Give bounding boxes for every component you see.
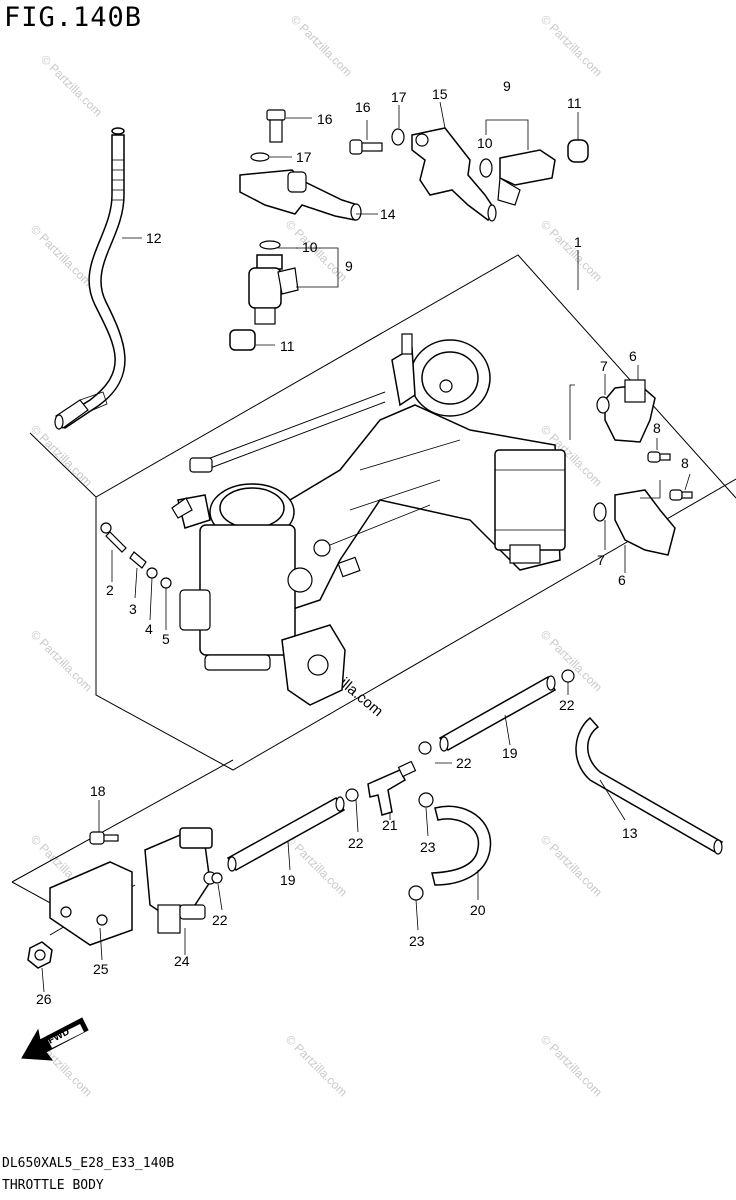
- o-ring-5: [160, 577, 172, 589]
- part-number: 10: [302, 239, 318, 255]
- part-number: 8: [653, 420, 661, 436]
- watermark: © Partzilla.com: [538, 832, 605, 899]
- part-number: 17: [296, 149, 312, 165]
- part-number: 25: [93, 961, 109, 977]
- part-number: 11: [280, 338, 295, 354]
- part-number: 12: [146, 230, 162, 246]
- sensor-leaders: [569, 365, 691, 573]
- part-number: 16: [355, 99, 371, 115]
- bolt-8-lower: [669, 489, 693, 501]
- clamp-23-upper: [418, 792, 434, 837]
- part-number: 7: [600, 358, 608, 374]
- washer-17-left: [250, 152, 270, 162]
- sensor-6-upper: [604, 379, 656, 443]
- bolt-18: [89, 800, 119, 845]
- hose-13: [575, 716, 724, 855]
- watermark: © Partzilla.com: [538, 12, 605, 79]
- part-number-labels: 16 17 14 10 9 11 12 16 17 15 9 10 11 1 7…: [36, 78, 689, 1007]
- part-number: 9: [345, 258, 353, 274]
- part-number: 23: [420, 839, 436, 855]
- part-number: 17: [391, 89, 407, 105]
- clamp-23-lower: [408, 885, 424, 931]
- leader-lines: [122, 101, 579, 346]
- part-number: 9: [503, 78, 511, 94]
- part-number: 19: [280, 872, 296, 888]
- o-ring-7-upper: [596, 396, 610, 414]
- part-number: 22: [456, 755, 472, 771]
- part-leaders-2-5: [111, 550, 167, 630]
- watermark: © Partzilla.com: [538, 217, 605, 284]
- part-number: 22: [559, 697, 575, 713]
- part-number: 18: [90, 783, 106, 799]
- nut-26: [27, 941, 53, 993]
- part-number: 6: [629, 348, 637, 364]
- part-number: 4: [145, 621, 153, 637]
- part-number: 11: [567, 95, 582, 111]
- watermark: © Partzilla.com: [28, 222, 95, 289]
- part-number: 14: [380, 206, 396, 222]
- diagram-caption: THROTTLE BODY: [2, 1178, 104, 1193]
- part-number: 15: [432, 86, 448, 102]
- part-number: 2: [106, 582, 114, 598]
- washer-4: [146, 567, 158, 579]
- hose-20: [431, 805, 492, 900]
- part-number: 21: [382, 817, 398, 833]
- bracket-25: [49, 861, 133, 961]
- clamp-22-lower: [211, 872, 223, 911]
- hose-19-lower: [226, 796, 346, 872]
- o-ring-7-lower: [593, 502, 607, 522]
- bolt-16-left: [266, 109, 286, 143]
- watermark: © Partzilla.com: [288, 12, 355, 79]
- part-number: 19: [502, 745, 518, 761]
- spring-3: [129, 551, 147, 569]
- part-number: 6: [618, 572, 626, 588]
- bolt-16-right: [349, 139, 383, 155]
- watermark: © Partzilla.com: [28, 422, 95, 489]
- part-number: 13: [622, 825, 638, 841]
- hose-19-upper: [438, 675, 557, 752]
- part-number: 22: [348, 835, 364, 851]
- part-number: 22: [212, 912, 228, 928]
- part-number: 8: [681, 455, 689, 471]
- watermark: © Partzilla.com: [283, 1032, 350, 1099]
- injector-9-left: [229, 240, 299, 351]
- part-number: 10: [477, 135, 493, 151]
- delivery-pipe-14: [239, 169, 362, 221]
- figure-label: FIG.140B: [4, 2, 143, 33]
- part-number: 26: [36, 991, 52, 1007]
- t-joint-21: [367, 760, 417, 820]
- part-number: 24: [174, 953, 190, 969]
- diagram-code: DL650XAL5_E28_E33_140B: [2, 1156, 175, 1171]
- screw-2: [100, 522, 127, 553]
- part-number: 16: [317, 111, 333, 127]
- delivery-pipe-15: [411, 127, 497, 222]
- watermark: © Partzilla.com: [38, 52, 105, 119]
- injector-9-right: [479, 139, 589, 206]
- hose-12: [54, 127, 126, 430]
- part-number: 23: [409, 933, 425, 949]
- part-number: 5: [162, 631, 170, 647]
- bolt-8-upper: [647, 451, 671, 463]
- watermark: © Partzilla.com: [538, 1032, 605, 1099]
- watermark: © Partzilla.com: [283, 832, 350, 899]
- clamp-22-upper-right: [561, 669, 575, 695]
- throttle-body-assembly: [171, 333, 566, 706]
- part-number: 20: [470, 902, 486, 918]
- watermark: © Partzilla.com: [28, 627, 95, 694]
- sensor-6-lower: [614, 489, 676, 556]
- part-number: 3: [129, 601, 137, 617]
- part-number: 7: [597, 552, 605, 568]
- washer-17-right: [391, 128, 405, 146]
- part-number: 1: [574, 234, 582, 250]
- clamp-22-middle: [345, 741, 452, 833]
- solenoid-valve-24: [144, 827, 217, 955]
